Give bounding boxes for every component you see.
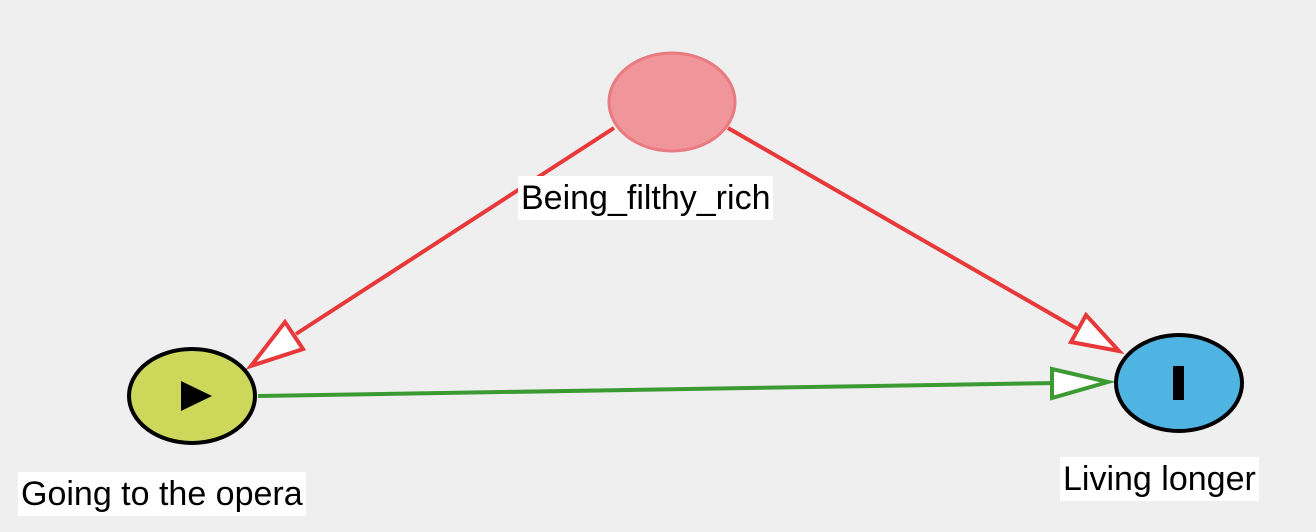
edge-line: [257, 381, 1059, 398]
node-going-to-the-opera[interactable]: [127, 347, 257, 445]
node-being-filthy-rich[interactable]: [607, 51, 737, 153]
edge-line: [727, 126, 1080, 332]
arrowhead: [1050, 366, 1116, 401]
edge-confounder-to-outcome: [727, 126, 1125, 355]
edge-confounder-to-exposure: [245, 126, 616, 370]
edge-line: [294, 126, 616, 336]
arrowhead: [245, 318, 307, 370]
node-living-longer[interactable]: [1114, 333, 1244, 433]
bar-icon: [1173, 366, 1184, 400]
edge-exposure-to-outcome: [257, 366, 1116, 401]
play-icon: [181, 381, 212, 411]
node-label-being-filthy-rich: Being_filthy_rich: [518, 176, 774, 220]
node-label-living-longer: Living longer: [1060, 457, 1259, 501]
arrowhead: [1067, 311, 1125, 355]
node-label-going-to-the-opera: Going to the opera: [18, 472, 306, 516]
